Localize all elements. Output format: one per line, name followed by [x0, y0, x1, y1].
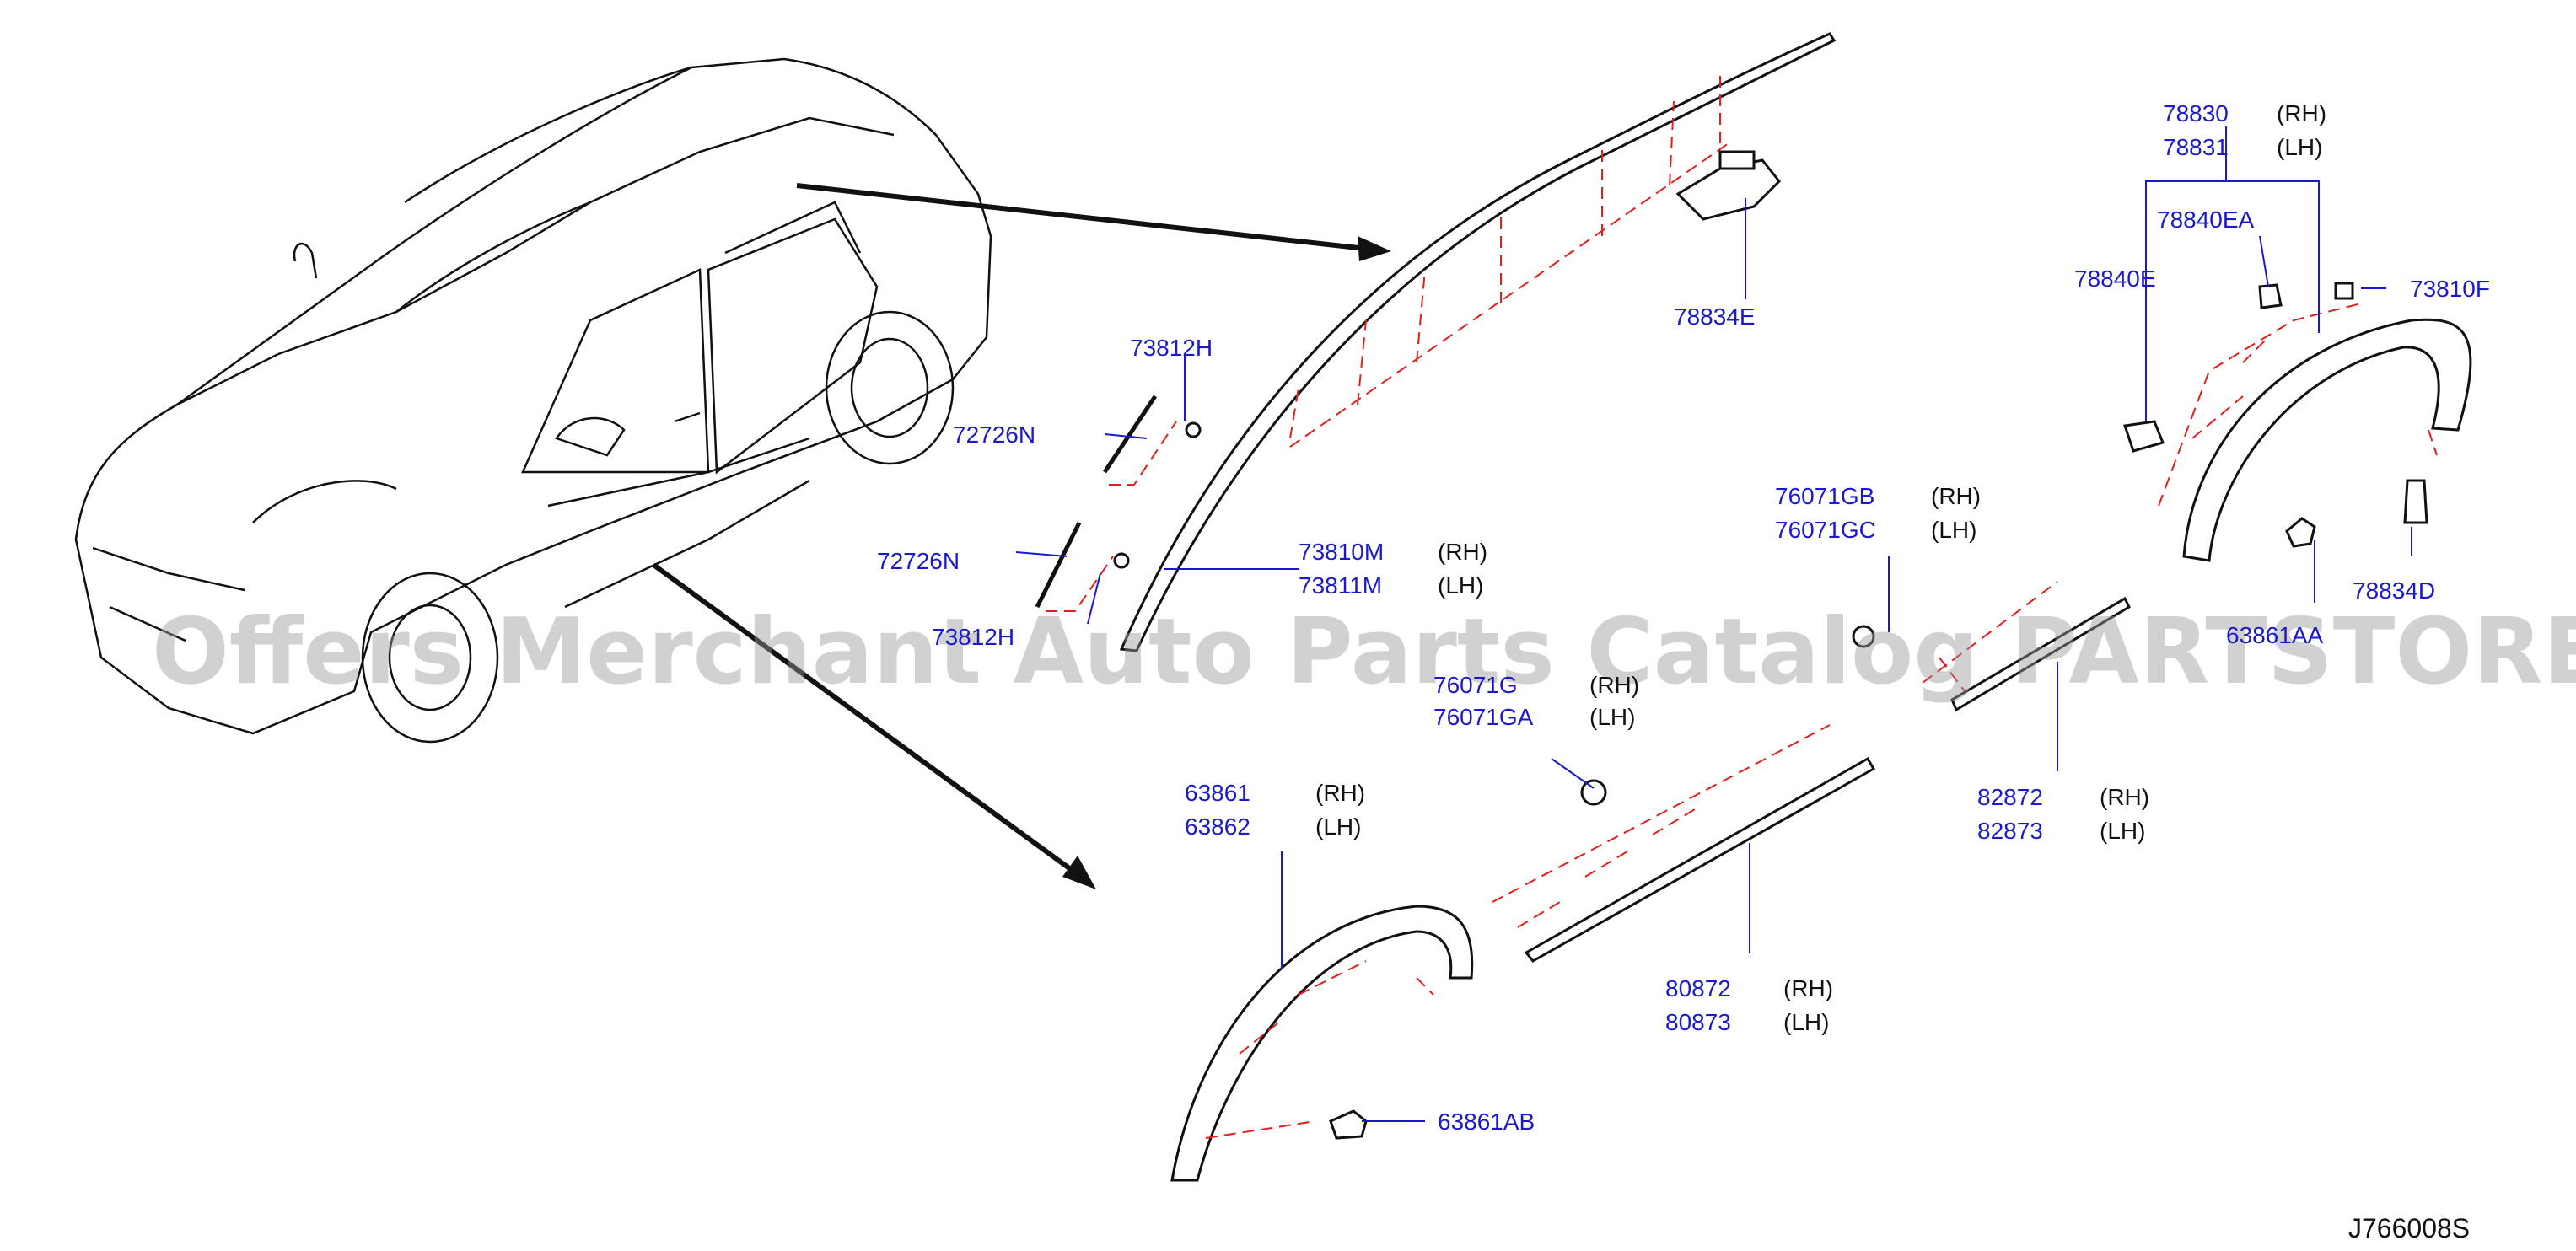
part-number: 82873: [1977, 818, 2043, 844]
callout-72726N-mid[interactable]: 72726N: [877, 548, 960, 574]
callout-76071GA[interactable]: 76071GA (LH): [1433, 704, 1635, 730]
callout-73810M[interactable]: 73810M (RH): [1299, 539, 1487, 565]
front-wheel-arch-molding: [1170, 905, 1474, 1182]
callout-78834E[interactable]: 78834E: [1674, 303, 1756, 330]
callout-78840E[interactable]: 78840E: [2074, 266, 2156, 292]
callout-76071GC[interactable]: 76071GC (LH): [1775, 517, 1976, 543]
part-number: 78840EA: [2157, 207, 2255, 233]
callout-73810F[interactable]: 73810F: [2410, 276, 2490, 302]
callout-82873[interactable]: 82873 (LH): [1977, 818, 2145, 844]
side-indicator: (RH): [1589, 672, 1639, 698]
sill-moldings: [1492, 581, 2131, 963]
part-number: 73810F: [2410, 276, 2490, 302]
watermark: Offers Merchant Auto Parts Catalog PARTS…: [152, 599, 2576, 705]
side-indicator: (LH): [2100, 818, 2145, 844]
part-number: 78834E: [1674, 303, 1756, 330]
part-number: 78840E: [2074, 266, 2156, 292]
part-number: 73812H: [1130, 335, 1213, 361]
callout-73812H-bottom[interactable]: 73812H: [932, 624, 1014, 650]
part-number: 73812H: [932, 624, 1014, 650]
part-number: 78834D: [2353, 577, 2435, 604]
side-indicator: (RH): [1931, 483, 1981, 509]
callout-73812H-top[interactable]: 73812H: [1130, 335, 1213, 361]
part-number: 82872: [1977, 784, 2043, 810]
pointer-arrows: [652, 183, 1391, 889]
vehicle-drawing: [74, 57, 992, 744]
part-number: 72726N: [953, 421, 1035, 448]
rear-wheel-arch-molding: [2158, 303, 2472, 562]
side-indicator: (LH): [2277, 134, 2322, 160]
callout-76071G[interactable]: 76071G (RH): [1433, 672, 1639, 698]
roof-clip: [1675, 150, 1782, 221]
callout-80872[interactable]: 80872 (RH): [1665, 975, 1833, 1001]
side-indicator: (LH): [1315, 813, 1361, 840]
part-number: 63862: [1185, 813, 1250, 840]
part-number: 78830: [2163, 100, 2229, 126]
arch-clips-rear: [2123, 282, 2428, 548]
arch-clip-front: [1329, 1109, 1368, 1140]
callout-78840EA[interactable]: 78840EA: [2157, 207, 2255, 233]
callout-78831[interactable]: 78831 (LH): [2163, 134, 2322, 160]
pillar-clips: [1035, 395, 1202, 612]
callout-73811M[interactable]: 73811M (LH): [1299, 572, 1483, 599]
part-number: 63861AB: [1438, 1109, 1535, 1135]
leader-lines: [1015, 126, 2412, 1122]
side-indicator: (LH): [1438, 572, 1483, 599]
roof-rail-molding: [1119, 32, 1837, 652]
callout-76071GB[interactable]: 76071GB (RH): [1775, 483, 1981, 509]
side-indicator: (LH): [1931, 517, 1976, 543]
part-number: 80873: [1665, 1009, 1731, 1035]
side-indicator: (LH): [1783, 1009, 1829, 1035]
side-indicator: (RH): [1315, 780, 1365, 806]
callout-80873[interactable]: 80873 (LH): [1665, 1009, 1829, 1035]
side-indicator: (RH): [2277, 100, 2326, 126]
part-number: 63861: [1185, 780, 1250, 806]
side-indicator: (RH): [1438, 539, 1487, 565]
callout-82872[interactable]: 82872 (RH): [1977, 784, 2149, 810]
part-number: 63861AA: [2226, 622, 2324, 648]
side-indicator: (LH): [1589, 704, 1635, 730]
callout-78834D[interactable]: 78834D: [2353, 577, 2435, 604]
sill-clips: [1580, 625, 1875, 806]
part-number: 72726N: [877, 548, 960, 574]
callout-63861AB[interactable]: 63861AB: [1438, 1109, 1535, 1135]
side-indicator: (RH): [2100, 784, 2149, 810]
callout-72726N-top[interactable]: 72726N: [953, 421, 1035, 448]
diagram-code: J766008S: [2348, 1213, 2470, 1243]
part-number: 73811M: [1299, 572, 1382, 599]
callout-63861AA[interactable]: 63861AA: [2226, 622, 2324, 648]
callout-63861[interactable]: 63861 (RH): [1185, 780, 1365, 806]
callout-78830[interactable]: 78830 (RH): [2163, 100, 2326, 126]
part-number: 76071GB: [1775, 483, 1874, 509]
part-number: 80872: [1665, 975, 1731, 1001]
side-indicator: (RH): [1783, 975, 1833, 1001]
part-number: 76071GC: [1775, 517, 1876, 543]
part-number: 73810M: [1299, 539, 1384, 565]
part-number: 76071GA: [1433, 704, 1534, 730]
part-number: 78831: [2163, 134, 2229, 160]
callout-63862[interactable]: 63862 (LH): [1185, 813, 1361, 840]
part-number: 76071G: [1433, 672, 1518, 698]
